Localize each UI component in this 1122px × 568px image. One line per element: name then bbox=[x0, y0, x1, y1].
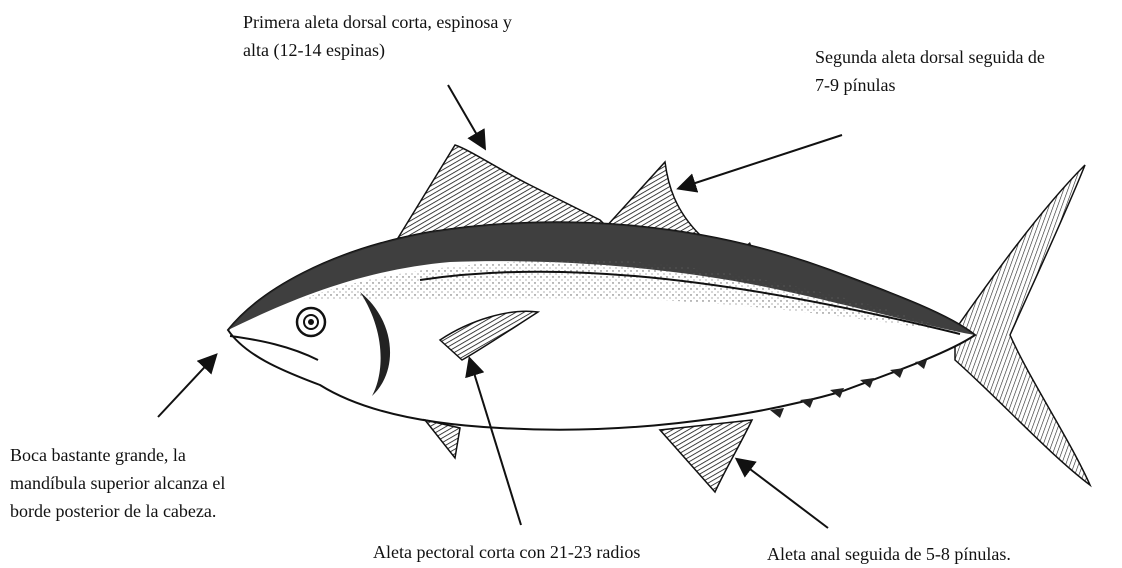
label-mouth-line2: mandíbula superior alcanza el bbox=[10, 469, 225, 497]
anal-fin bbox=[660, 420, 752, 492]
arrow-second-dorsal bbox=[680, 135, 842, 188]
label-first-dorsal-line1: Primera aleta dorsal corta, espinosa y bbox=[243, 8, 512, 36]
label-second-dorsal-fin: Segunda aleta dorsal seguida de 7-9 pínu… bbox=[815, 43, 1045, 99]
arrow-anal bbox=[738, 460, 828, 528]
arrow-first-dorsal bbox=[448, 85, 484, 147]
label-second-dorsal-line1: Segunda aleta dorsal seguida de bbox=[815, 43, 1045, 71]
label-anal-line1: Aleta anal seguida de 5-8 pínulas. bbox=[767, 540, 1011, 568]
label-anal-fin: Aleta anal seguida de 5-8 pínulas. bbox=[767, 540, 1011, 568]
label-first-dorsal-line2: alta (12-14 espinas) bbox=[243, 36, 512, 64]
label-pectoral-line1: Aleta pectoral corta con 21-23 radios bbox=[373, 538, 640, 566]
caudal-fin bbox=[955, 165, 1090, 485]
label-mouth: Boca bastante grande, la mandíbula super… bbox=[10, 441, 225, 525]
pelvic-fin bbox=[425, 420, 460, 458]
label-mouth-line3: borde posterior de la cabeza. bbox=[10, 497, 225, 525]
label-pectoral-fin: Aleta pectoral corta con 21-23 radios bbox=[373, 538, 640, 566]
label-first-dorsal-fin: Primera aleta dorsal corta, espinosa y a… bbox=[243, 8, 512, 64]
label-second-dorsal-line2: 7-9 pínulas bbox=[815, 71, 1045, 99]
label-mouth-line1: Boca bastante grande, la bbox=[10, 441, 225, 469]
arrow-mouth bbox=[158, 356, 215, 417]
